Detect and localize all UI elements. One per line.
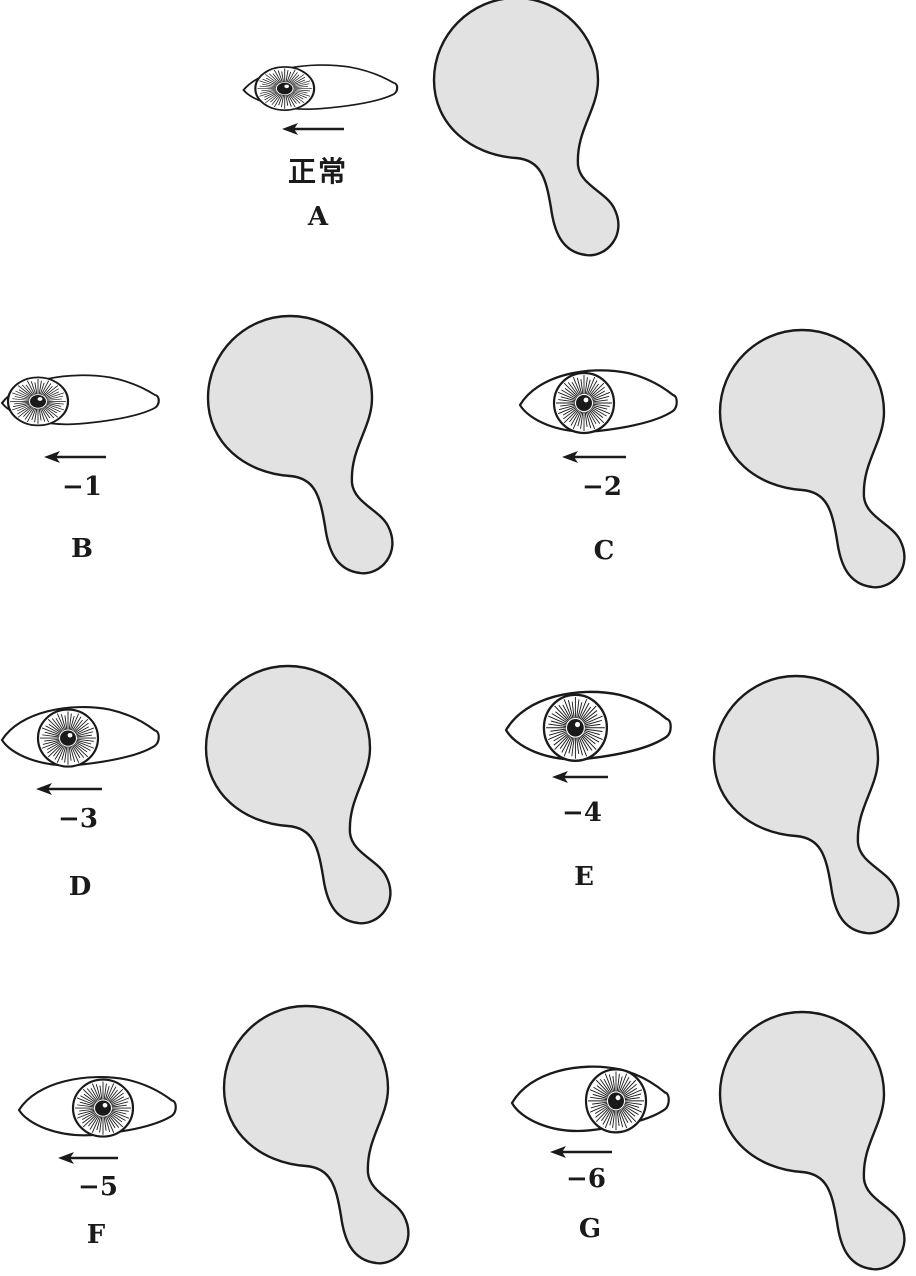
eye-a bbox=[242, 64, 399, 111]
fixation-shape-f bbox=[222, 1004, 410, 1265]
gaze-arrow-e bbox=[552, 771, 608, 783]
gaze-level-g: −6 bbox=[566, 1164, 606, 1194]
panel-b bbox=[0, 314, 394, 575]
gaze-level-b: −1 bbox=[62, 472, 102, 502]
gaze-level-c: −2 bbox=[582, 472, 622, 502]
iris-a bbox=[254, 66, 316, 111]
fixation-shape-a bbox=[432, 0, 620, 257]
gaze-arrow-d bbox=[36, 783, 102, 795]
iris-f bbox=[71, 1078, 135, 1138]
gaze-arrow-a bbox=[282, 123, 344, 135]
panel-letter-e: E bbox=[574, 862, 594, 892]
panel-f bbox=[17, 1004, 410, 1265]
eye-f bbox=[17, 1076, 177, 1138]
panel-letter-g: G bbox=[578, 1214, 602, 1244]
fixation-shape-d bbox=[204, 664, 392, 925]
fixation-shape-b bbox=[206, 314, 394, 575]
fixation-shape-c bbox=[718, 328, 906, 589]
iris-c bbox=[552, 371, 616, 435]
gaze-arrow-b bbox=[44, 451, 106, 463]
panel-letter-b: B bbox=[71, 534, 93, 564]
gaze-arrow-c bbox=[562, 451, 626, 463]
gaze-level-f: −5 bbox=[78, 1172, 118, 1202]
eye-e bbox=[504, 690, 672, 763]
gaze-level-e: −4 bbox=[562, 798, 602, 828]
panel-c bbox=[518, 328, 906, 589]
iris-e bbox=[542, 693, 609, 763]
panel-letter-f: F bbox=[86, 1220, 106, 1250]
panel-letter-c: C bbox=[593, 536, 615, 566]
iris-b bbox=[6, 376, 70, 427]
panel-letter-a: A bbox=[307, 202, 329, 232]
panel-e bbox=[504, 674, 900, 935]
gaze-level-d: −3 bbox=[58, 804, 98, 834]
gaze-arrow-f bbox=[58, 1152, 118, 1164]
panel-a bbox=[242, 0, 620, 257]
gaze-arrow-g bbox=[550, 1146, 612, 1158]
iris-g bbox=[584, 1068, 648, 1134]
eye-c bbox=[518, 369, 678, 435]
iris-d bbox=[36, 708, 100, 768]
panel-letter-d: D bbox=[68, 872, 92, 902]
eye-g bbox=[510, 1065, 670, 1134]
fixation-shape-g bbox=[718, 1010, 906, 1271]
panel-g bbox=[510, 1010, 906, 1271]
fixation-shape-e bbox=[712, 674, 900, 935]
caption-normal: 正常 bbox=[287, 155, 349, 188]
eye-d bbox=[0, 706, 160, 768]
eye-b bbox=[0, 374, 160, 427]
panel-d bbox=[0, 664, 392, 925]
